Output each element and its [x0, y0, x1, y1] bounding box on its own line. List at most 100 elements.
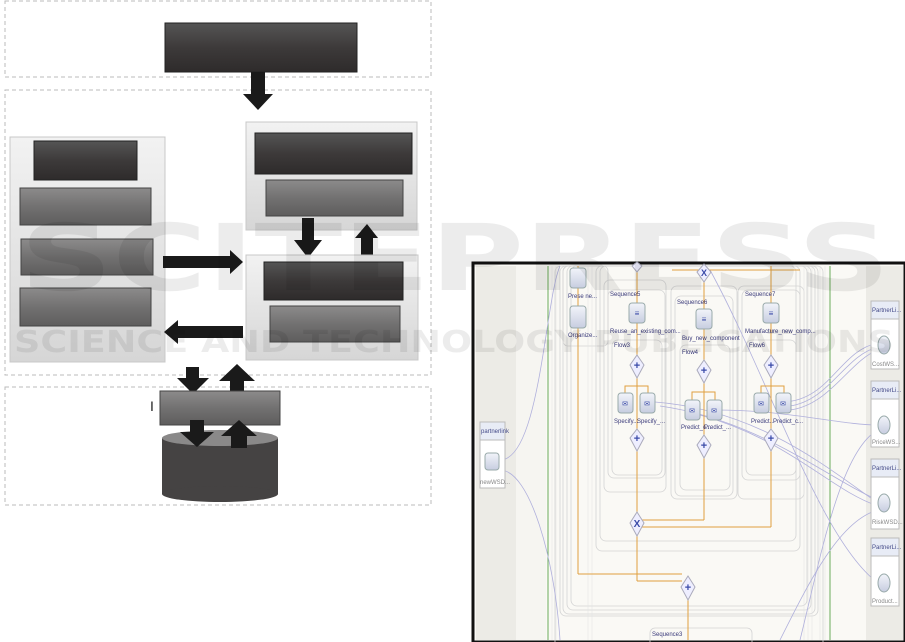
right-top-header [254, 132, 413, 175]
parallel-gateway-icon[interactable]: + [763, 428, 779, 453]
partner-header: PartnerLi... [872, 308, 902, 314]
svg-text:X: X [634, 519, 641, 530]
left-panel-item-3 [19, 287, 152, 327]
arrow-up [355, 224, 378, 255]
svg-text:+: + [634, 433, 640, 445]
task-label: Reuse_an_existing_com... [610, 329, 681, 335]
sequence-label: Sequence3 [652, 632, 683, 638]
envelope-icon [484, 452, 500, 471]
left-partner-link[interactable]: partnerlink newWSD... [479, 421, 510, 489]
parallel-gateway-icon[interactable]: + [763, 354, 779, 380]
task-label: Prese ne... [568, 294, 597, 300]
parallel-gateway-icon[interactable]: + [680, 575, 696, 602]
task-icon[interactable]: ≡ [695, 308, 713, 330]
partner-service: PriceWS... [872, 440, 901, 446]
right-top-item [265, 179, 404, 217]
invoke-icon[interactable]: ✉ [684, 399, 701, 421]
watermark-tagline: SCIENCE AND TECHNOLOGY PUBLICATIONS [14, 325, 894, 360]
flow-label: Flow3 [614, 343, 631, 349]
partner-service: newWSD... [480, 480, 510, 486]
invoke-label: Specify... [614, 419, 639, 425]
stray-label: I [150, 398, 154, 414]
layer-middle [4, 89, 432, 376]
sequence-label: Sequence7 [745, 292, 776, 298]
layer-top [4, 0, 432, 78]
data-access-component [159, 390, 281, 426]
task-icon[interactable]: ≡ [628, 302, 646, 324]
partner-links [499, 265, 879, 641]
task-organize[interactable] [569, 305, 587, 329]
svg-text:+: + [701, 440, 707, 452]
parallel-gateway-icon[interactable]: + [629, 428, 645, 453]
invoke-icon[interactable]: ✉ [617, 392, 634, 414]
task-present[interactable] [569, 267, 587, 289]
right-partner-link[interactable]: PartnerLi... PriceWS... [870, 380, 902, 448]
arrow-down [180, 420, 214, 447]
svg-text:✉: ✉ [780, 401, 786, 408]
svg-text:≡: ≡ [702, 315, 707, 324]
parallel-gateway-icon[interactable]: + [629, 354, 645, 380]
envelope-icon [877, 415, 891, 435]
invoke-label: Predict_c... [773, 419, 803, 425]
right-partner-link[interactable]: PartnerLi... RiskWSD... [870, 458, 903, 530]
publisher-watermark: SCITEPRESS SCIENCE AND TECHNOLOGY PUBLIC… [14, 205, 894, 360]
partner-service: Product... [872, 599, 898, 605]
database-icon [162, 430, 278, 502]
task-label: Buy_new_component [682, 336, 740, 342]
invoke-label: Predict... [751, 419, 775, 425]
task-label: Organize... [568, 333, 598, 339]
parallel-gateway-icon[interactable] [631, 261, 643, 273]
right-partner-link[interactable]: PartnerLi... Product... [870, 537, 902, 607]
svg-text:≡: ≡ [769, 309, 774, 318]
envelope-icon [877, 335, 891, 355]
exclusive-gateway-icon[interactable]: X [696, 263, 712, 283]
exclusive-gateway-icon[interactable]: X [629, 511, 645, 538]
parallel-gateway-icon[interactable]: + [696, 434, 712, 460]
partner-service: CostWS... [872, 362, 899, 368]
sequence-label: Sequence6 [677, 300, 708, 306]
invoke-icon[interactable]: ✉ [775, 392, 792, 414]
svg-text:X: X [701, 268, 707, 278]
invoke-icon[interactable]: ✉ [706, 399, 723, 421]
svg-text:+: + [634, 360, 640, 372]
invoke-icon[interactable]: ✉ [753, 392, 770, 414]
flow-label: Flow4 [682, 350, 699, 356]
watermark-logo: SCITEPRESS [20, 205, 890, 312]
right-bottom-item [269, 305, 401, 343]
left-panel-item-2 [20, 238, 154, 276]
svg-text:+: + [768, 433, 774, 445]
partner-header: PartnerLi... [872, 388, 902, 394]
arrow-up [221, 420, 257, 448]
partner-header: partnerlink [481, 429, 510, 435]
arrow-down [243, 72, 273, 110]
partner-header: PartnerLi... [872, 545, 902, 551]
layer-bottom [4, 386, 432, 506]
svg-text:✉: ✉ [622, 401, 628, 408]
left-panel-header [33, 140, 138, 181]
parallel-gateway-icon[interactable]: + [696, 359, 712, 385]
arrow-up [219, 364, 255, 392]
architecture-diagram: I [4, 0, 432, 506]
invoke-icon[interactable]: ✉ [639, 392, 656, 414]
envelope-icon [877, 493, 891, 513]
svg-text:✉: ✉ [758, 401, 764, 408]
svg-text:✉: ✉ [711, 408, 717, 415]
task-label: Manufacture_new_comp... [745, 329, 816, 335]
svg-text:+: + [701, 365, 707, 377]
svg-text:✉: ✉ [644, 401, 650, 408]
arrow-right [163, 250, 243, 274]
flow-label: Flow6 [749, 343, 766, 349]
arrow-left [164, 320, 243, 344]
svg-text:+: + [768, 360, 774, 372]
right-bottom-header [263, 261, 404, 301]
svg-text:+: + [685, 582, 691, 594]
partner-header: PartnerLi... [872, 466, 902, 472]
top-component [164, 22, 358, 73]
task-icon[interactable]: ≡ [762, 302, 780, 324]
svg-text:≡: ≡ [635, 309, 640, 318]
svg-text:✉: ✉ [689, 408, 695, 415]
right-partner-link[interactable]: PartnerLi... CostWS... [870, 300, 902, 370]
invoke-label: Predict_c... [681, 425, 711, 431]
arrow-down [294, 218, 322, 258]
